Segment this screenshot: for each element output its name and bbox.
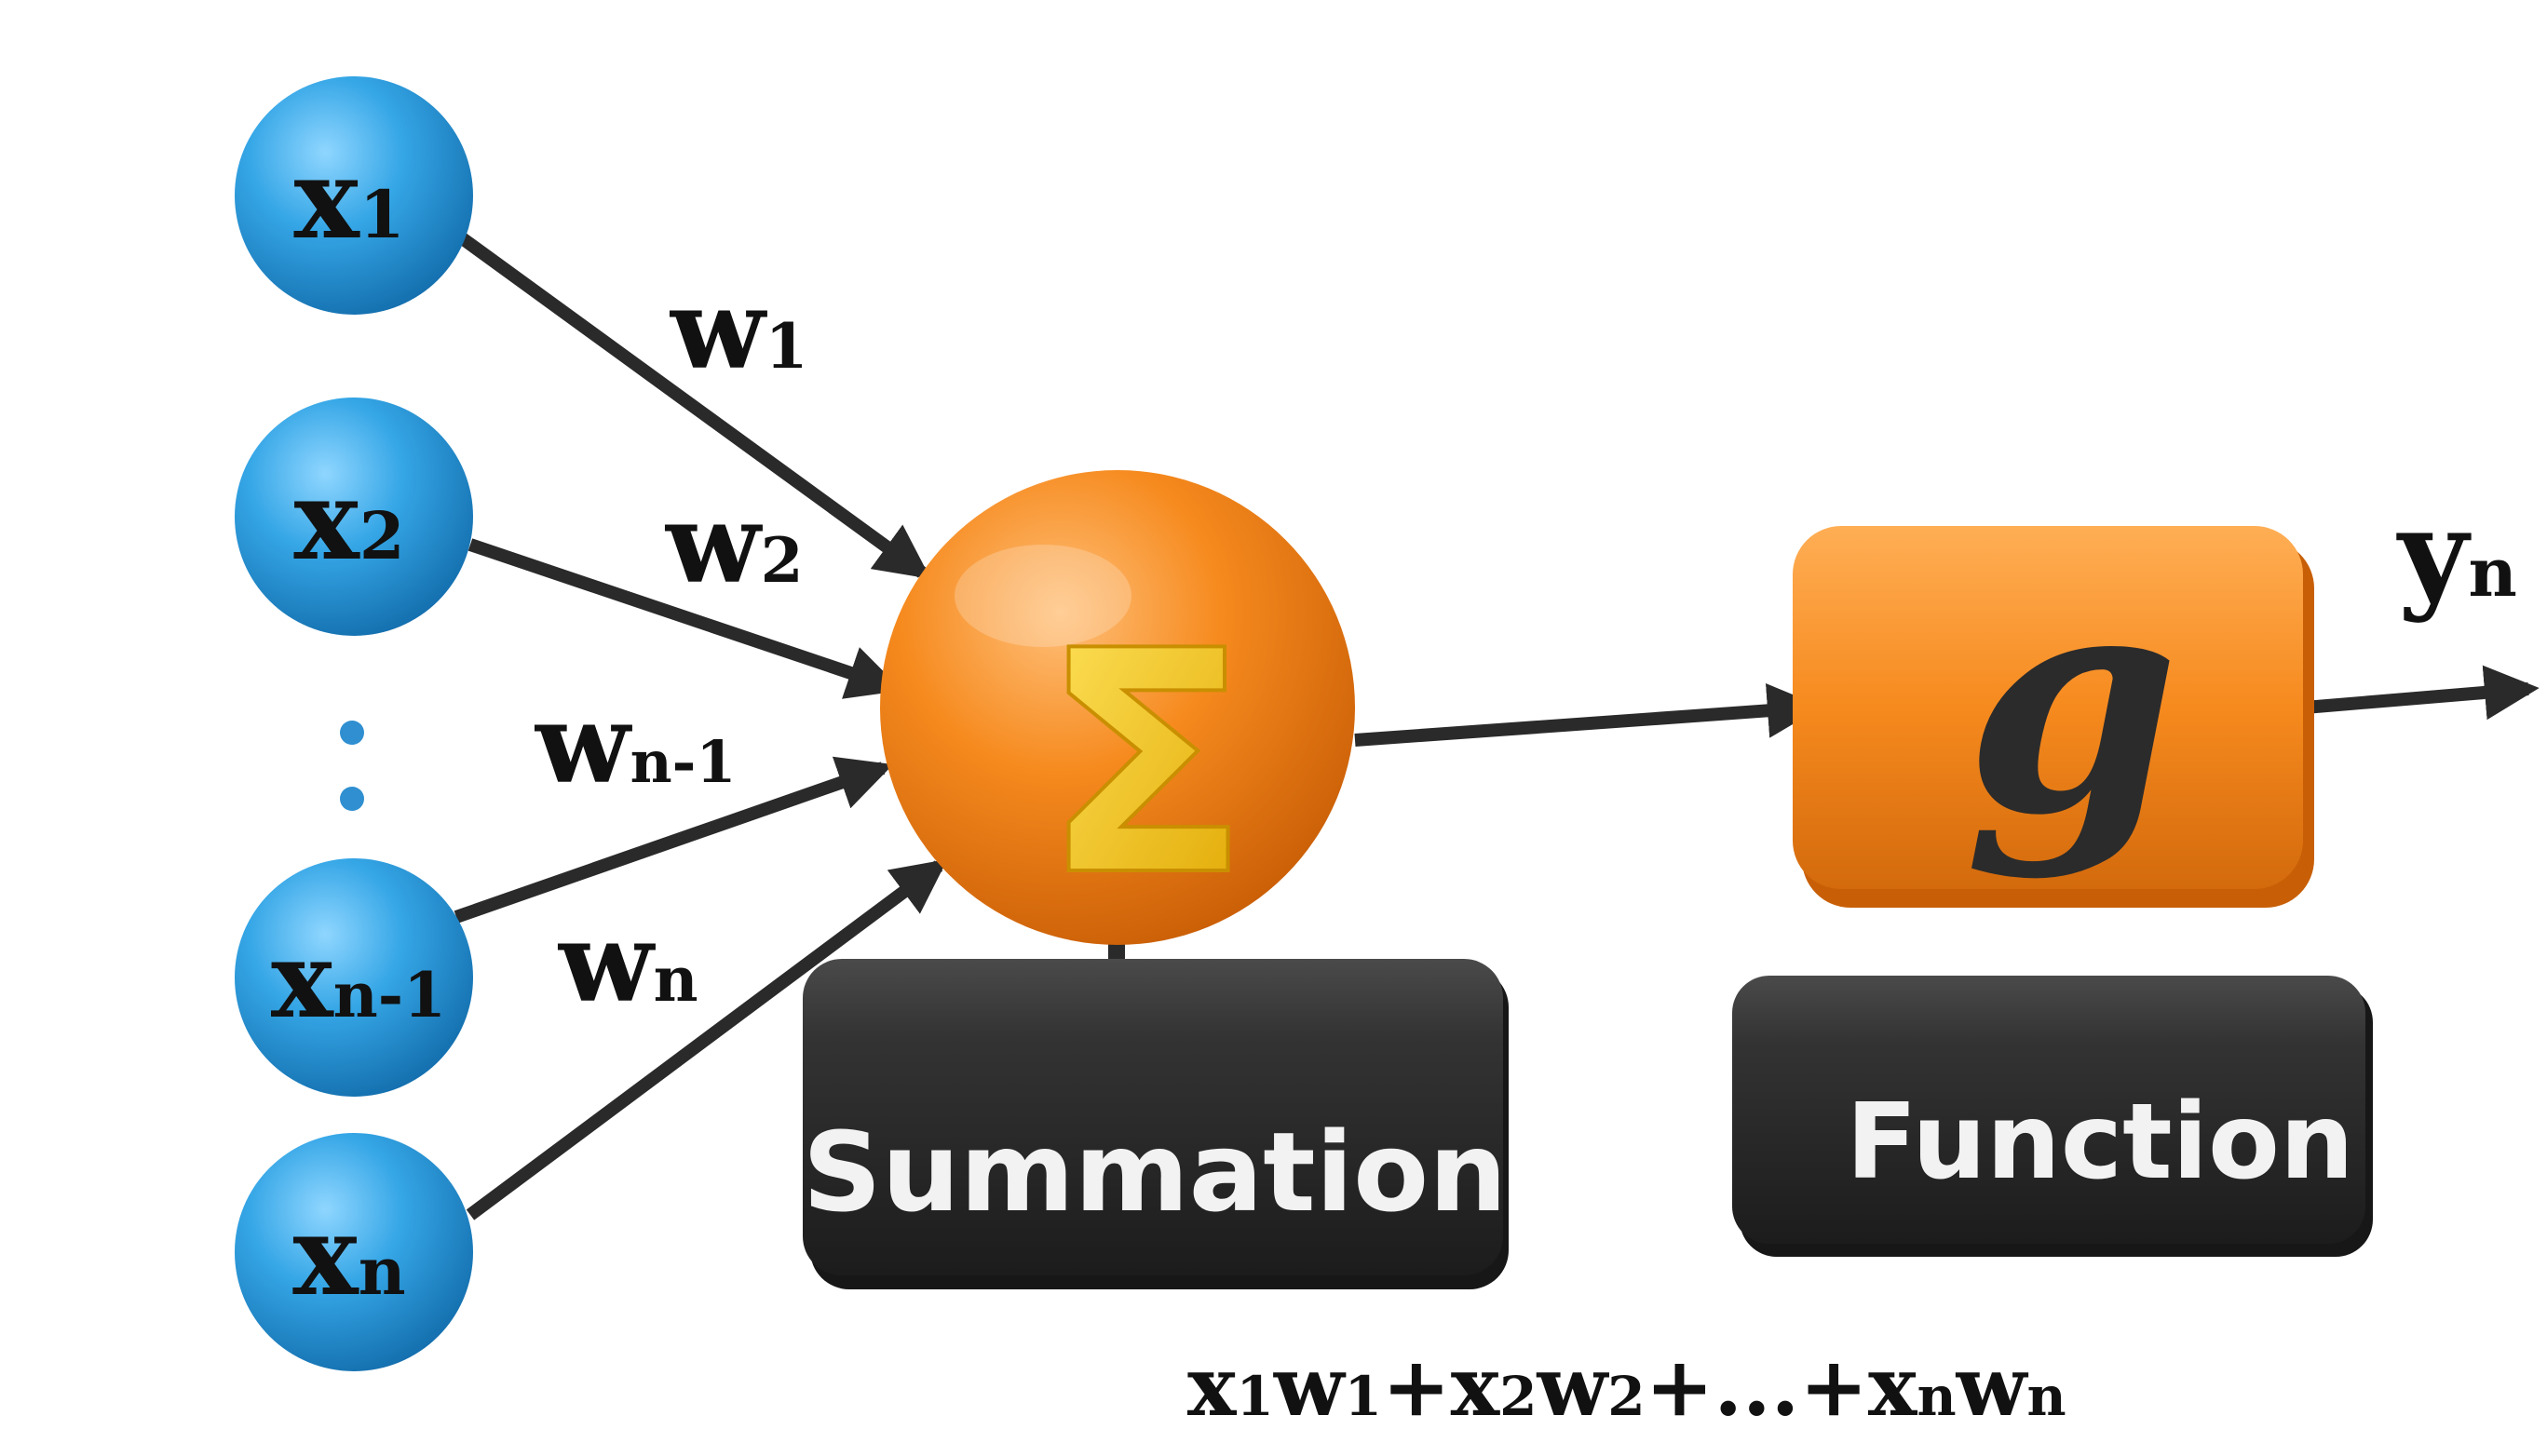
function-pedestal: Function	[1732, 976, 2373, 1257]
connection-x1	[456, 232, 931, 579]
x1-sub: 1	[359, 176, 405, 253]
function-label: Function	[1846, 1082, 2353, 1203]
connection-xn-1	[454, 756, 894, 923]
sigma-icon: Σ	[1040, 586, 1250, 943]
xn-1-sub: n-1	[333, 959, 446, 1031]
function-g-icon: g	[1965, 521, 2180, 883]
output-arrow	[2304, 665, 2540, 721]
svg-text:xn-1: xn-1	[271, 920, 446, 1042]
summation-pedestal: Summation	[803, 959, 1509, 1289]
weight-label-wn-1: wn-1	[534, 679, 737, 808]
output-label-yn: yn	[2396, 482, 2517, 625]
weight-label-wn: wn	[557, 897, 698, 1027]
input-node-x1: x1	[235, 76, 473, 315]
svg-text:xn: xn	[292, 1191, 405, 1320]
x1-base: x	[293, 134, 360, 263]
xn-sub: n	[359, 1233, 406, 1310]
ellipsis-dots	[340, 721, 364, 811]
summation-label: Summation	[803, 1108, 1507, 1236]
input-node-x2: x2	[235, 398, 473, 636]
connection-xn	[466, 858, 948, 1220]
connection-x2	[467, 538, 903, 699]
xn-1-base: x	[271, 920, 334, 1042]
input-node-xn: xn	[235, 1133, 473, 1371]
x2-base: x	[293, 455, 360, 585]
x2-sub: 2	[359, 497, 405, 574]
sum-to-function-arrow	[1354, 683, 1822, 747]
svg-text:x1: x1	[293, 134, 404, 263]
function-box: g	[1793, 521, 2314, 908]
input-connections	[454, 232, 948, 1220]
xn-base: x	[292, 1191, 359, 1320]
weight-label-w1: w1	[669, 264, 808, 394]
svg-text:x2: x2	[293, 455, 404, 585]
input-node-xn-1: xn-1	[235, 858, 473, 1097]
summation-node: Σ	[880, 470, 1355, 945]
weight-label-w2: w2	[664, 479, 804, 608]
summation-formula: x1w1+x2w2+...+xnwn	[1187, 1338, 2066, 1435]
